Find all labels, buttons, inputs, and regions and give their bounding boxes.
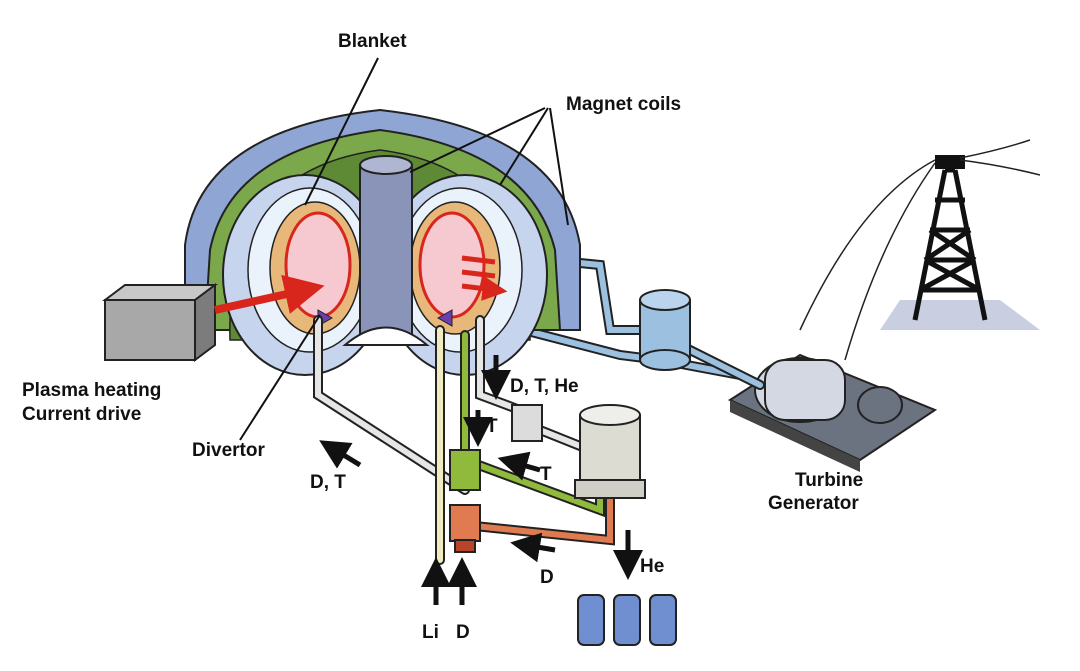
label-plasma-heating: Plasma heating	[22, 380, 162, 401]
fuel-cycle-pipes	[313, 315, 615, 565]
label-d-t-return: D, T	[310, 472, 346, 493]
label-d-t-he: D, T, He	[510, 376, 579, 397]
leader-lines	[239, 57, 569, 441]
label-generator: Generator	[768, 493, 859, 514]
power-transmission-tower	[799, 139, 1041, 361]
flow-arrows	[319, 355, 643, 605]
turbine-generator	[727, 353, 938, 472]
label-magnet-coils: Magnet coils	[566, 94, 682, 115]
label-he: He	[640, 556, 665, 577]
label-turbine: Turbine	[795, 470, 864, 491]
label-t-left: T	[540, 464, 552, 485]
label-d-feed: D	[540, 567, 554, 588]
heat-exchanger-tank	[639, 289, 691, 371]
label-current-drive: Current drive	[22, 404, 142, 425]
label-li-input: Li	[422, 622, 439, 643]
label-t-down: T	[486, 416, 498, 437]
tokamak-reactor	[184, 108, 581, 376]
label-blanket: Blanket	[338, 31, 407, 52]
helium-storage-cylinders	[577, 594, 677, 646]
plasma-heating-injector	[102, 274, 325, 362]
separator-units	[449, 404, 646, 553]
label-d-input: D	[456, 622, 470, 643]
label-divertor: Divertor	[192, 440, 265, 461]
